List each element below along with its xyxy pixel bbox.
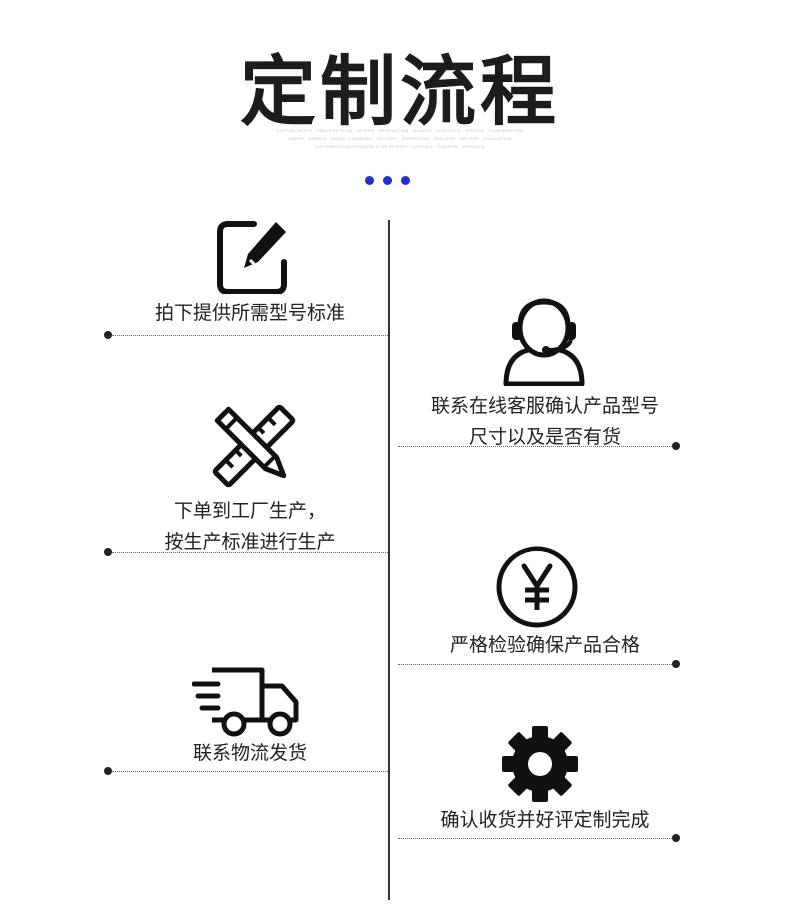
step-label-line-2: 尺寸以及是否有货 — [468, 426, 621, 448]
subtitle-line: CUSTOM ROUTE · PROCESS FLOW · DESIGN · P… — [276, 128, 524, 133]
customer-service-icon — [503, 298, 585, 386]
step-label: 联系在线客服确认产品型号 尺寸以及是否有货 — [400, 391, 690, 453]
dotted-connector — [398, 446, 672, 447]
step-label: 拍下提供所需型号标准 — [154, 302, 345, 324]
decorative-dots — [365, 176, 425, 186]
delivery-truck-icon — [192, 667, 299, 737]
subtitle-line: CUSTOMIZATION PROCESS STEP BY STEP · CON… — [314, 144, 486, 149]
step-label-line-1: 下单到工厂生产， — [173, 500, 326, 522]
timeline-bullet — [104, 767, 112, 775]
dotted-connector — [112, 771, 388, 772]
edit-icon — [217, 221, 287, 294]
pencil-ruler-icon — [212, 404, 296, 488]
step-label: 联系物流发货 — [192, 742, 307, 764]
timeline-bullet — [104, 548, 112, 556]
gear-icon — [502, 726, 578, 802]
timeline-axis — [388, 220, 390, 900]
subtitle-line: ORDER · SAMPLE · MODEL STANDARD · FACTOR… — [288, 136, 512, 141]
yen-icon — [496, 546, 578, 628]
timeline-bullet — [672, 442, 680, 450]
timeline-bullet — [672, 660, 680, 668]
timeline-bullet — [104, 331, 112, 339]
step-label-line-2: 按生产标准进行生产 — [164, 531, 336, 553]
dotted-connector — [398, 664, 672, 665]
dotted-connector — [398, 838, 672, 839]
dotted-connector — [112, 335, 388, 336]
step-label: 下单到工厂生产， 按生产标准进行生产 — [110, 496, 390, 558]
dotted-connector — [112, 552, 388, 553]
timeline-bullet — [672, 834, 680, 842]
step-label: 严格检验确保产品合格 — [449, 634, 640, 656]
step-label: 确认收货并好评定制完成 — [440, 809, 650, 831]
step-label-line-1: 联系在线客服确认产品型号 — [430, 395, 659, 417]
page-title: 定制流程 — [240, 47, 560, 136]
